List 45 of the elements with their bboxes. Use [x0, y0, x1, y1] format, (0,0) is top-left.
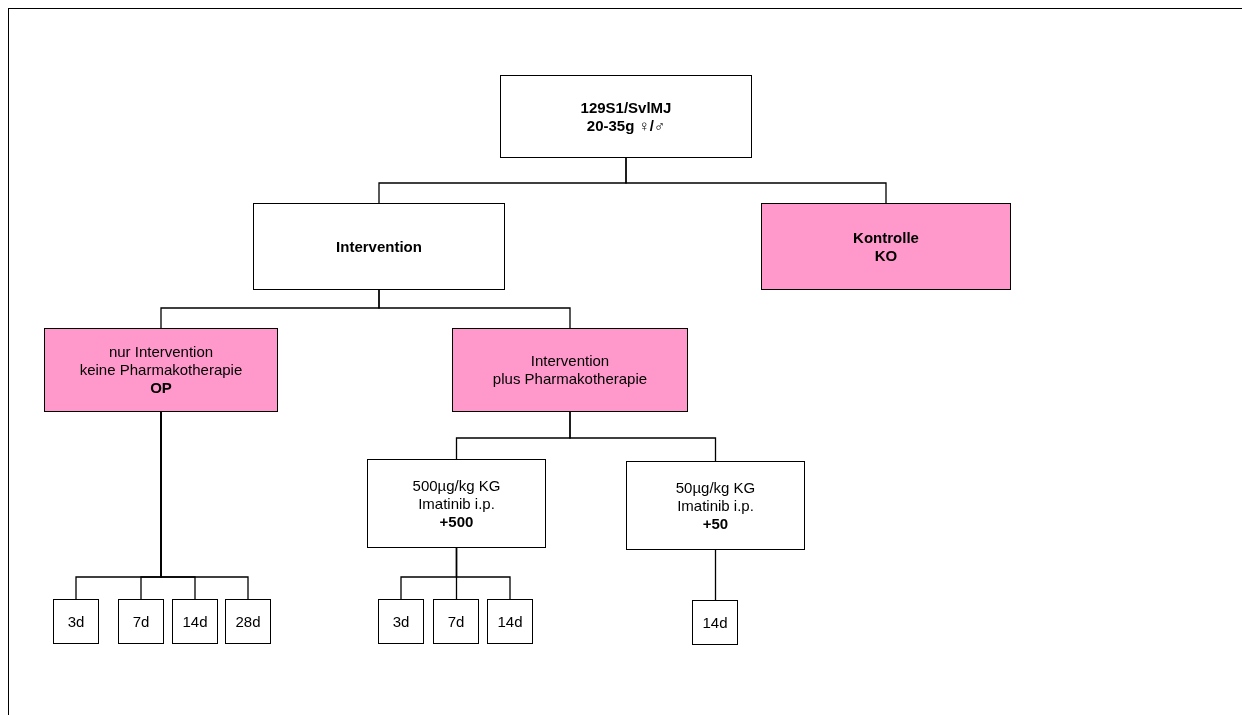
box-label: Intervention: [530, 352, 610, 370]
text-box: [378, 599, 424, 644]
text-box: [487, 599, 533, 644]
box-label: Imatinib i.p.: [418, 494, 495, 513]
text-box: [761, 203, 1011, 290]
connector-line: [455, 547, 511, 600]
box-label: 500µg/kg KG: [412, 476, 501, 495]
box-label: nur Intervention: [108, 343, 214, 361]
connector-line: [714, 549, 717, 601]
text-box: [452, 328, 688, 412]
box-label: KO: [874, 246, 898, 265]
connector-line: [569, 411, 717, 462]
box-label: 129S1/SvlMJ: [580, 98, 672, 117]
connector-line: [160, 411, 249, 600]
text-box: [692, 600, 738, 645]
box-label: 28d: [235, 612, 261, 631]
text-box: [626, 461, 805, 550]
box-label: Imatinib i.p.: [677, 496, 754, 515]
connector-line: [625, 157, 887, 204]
text-box: [118, 599, 164, 644]
box-label: plus Pharmakotherapie: [492, 370, 648, 388]
text-box: [500, 75, 752, 158]
box-label: 3d: [67, 612, 85, 631]
text-box: [253, 203, 505, 290]
box-label: +500: [439, 512, 474, 531]
box-label: 7d: [447, 612, 465, 631]
box-label: 14d: [702, 613, 728, 632]
text-box: [367, 459, 546, 548]
text-box: [53, 599, 99, 644]
box-label: Kontrolle: [853, 228, 919, 247]
text-box: [225, 599, 271, 644]
text-box: [433, 599, 479, 644]
box-label: keine Pharmakotherapie: [79, 361, 243, 379]
box-label: OP: [150, 379, 172, 397]
connector-line: [378, 289, 571, 329]
box-label: 3d: [392, 612, 410, 631]
text-box: [172, 599, 218, 644]
box-label: 20-35g ♀/♂: [586, 116, 666, 135]
text-box: [44, 328, 278, 412]
box-label: Intervention: [336, 237, 422, 256]
box-label: 50µg/kg KG: [675, 478, 756, 497]
box-label: +50: [702, 514, 729, 533]
box-label: 7d: [132, 612, 150, 631]
box-label: 14d: [497, 612, 523, 631]
box-label: 14d: [182, 612, 208, 631]
